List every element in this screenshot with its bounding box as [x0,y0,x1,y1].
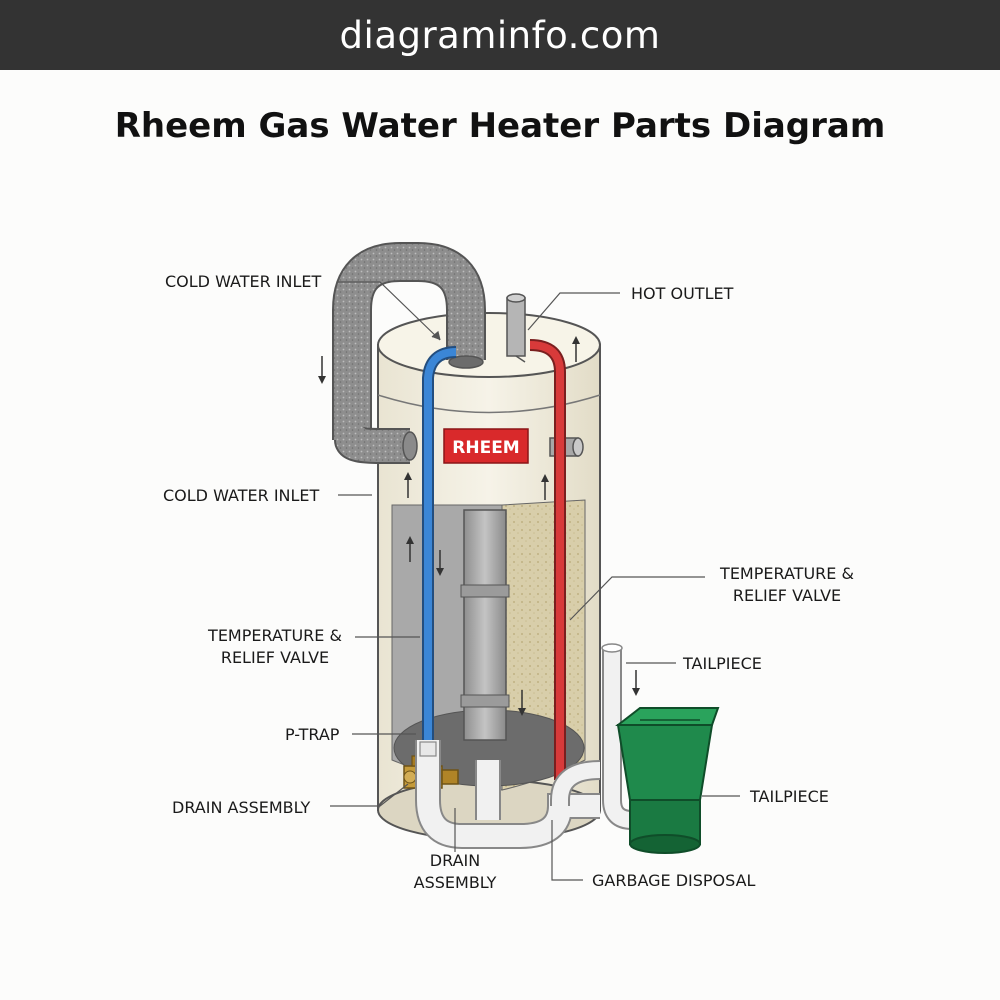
leader-hot-outlet [527,292,620,331]
label-tailpiece-top: TAILPIECE [683,654,762,673]
arrow-up-hot-2 [541,474,549,500]
leader-garbage-disposal [551,820,583,881]
hot-water-pipe [529,339,566,780]
leader-cold-inlet-top [338,281,441,341]
label-drain-assembly-bottom-line2: ASSEMBLY [413,873,497,892]
cold-water-pipe [422,346,457,740]
label-temp-relief-right: TEMPERATURE & RELIEF VALVE [712,563,862,607]
flue-tube [460,509,510,741]
brand-badge: RHEEM [443,428,529,464]
diagram-title: Rheem Gas Water Heater Parts Diagram [114,106,886,146]
label-temp-relief-right-line2: RELIEF VALVE [732,586,842,605]
flow-arrows [318,336,640,716]
garbage-disposal [615,707,720,854]
label-cold-water-inlet-top: COLD WATER INLET [165,272,322,291]
label-cold-water-inlet-side: COLD WATER INLET [163,486,320,505]
hot-outlet-stub [506,293,526,363]
arrow-up-hot [572,336,580,362]
arrow-down-flue [518,690,526,716]
leader-lines [330,281,740,881]
label-temp-relief-left-line2: RELIEF VALVE [220,648,330,667]
label-p-trap: P-TRAP [285,725,340,744]
arrow-up-cold-2 [406,536,414,562]
arrow-up-cold-1 [404,472,412,498]
label-temp-relief-right-line1: TEMPERATURE & [720,564,854,583]
label-garbage-disposal: GARBAGE DISPOSAL [592,871,756,890]
label-drain-assembly-left: DRAIN ASSEMBLY [172,798,311,817]
site-header: diagraminfo.com [0,0,1000,70]
label-hot-outlet: HOT OUTLET [631,284,734,303]
arrow-down-left [318,356,326,384]
arrow-down-cold [436,550,444,576]
leader-temp-relief-right [569,576,705,621]
arrow-down-tailpiece [632,670,640,696]
label-drain-assembly-bottom: DRAIN ASSEMBLY [395,850,515,894]
site-name[interactable]: diagraminfo.com [339,13,661,57]
cold-inlet-insulated-pipe [332,242,486,464]
label-temp-relief-left-line1: TEMPERATURE & [208,626,342,645]
label-drain-assembly-bottom-line1: DRAIN [429,851,481,870]
label-tailpiece-right: TAILPIECE [750,787,829,806]
label-temp-relief-left: TEMPERATURE & RELIEF VALVE [195,625,355,669]
brand-badge-text: RHEEM [452,438,519,458]
leader-drain-assembly-left [330,783,409,807]
